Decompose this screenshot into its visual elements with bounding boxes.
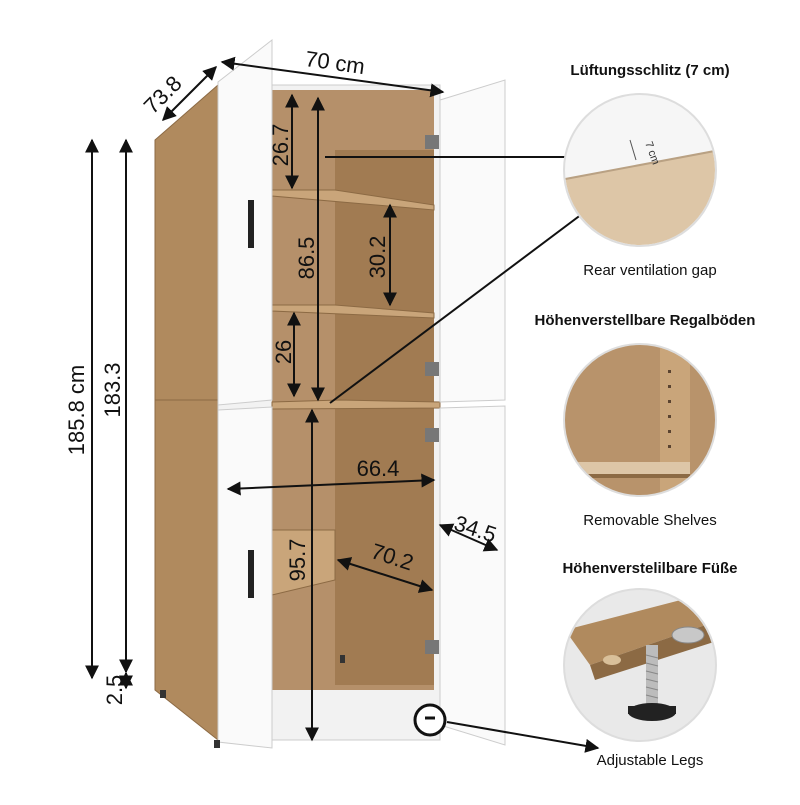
cabinet-side-panel — [154, 83, 219, 742]
leg-highlight-circle — [413, 703, 447, 737]
upper-section-dimension: 86.5 — [294, 237, 319, 280]
ventilation-detail: 7 cm — [563, 93, 717, 247]
left-lower-door — [217, 406, 273, 749]
lower-section-dimension: 95.7 — [285, 539, 310, 582]
right-upper-door — [439, 79, 506, 403]
left-upper-door — [217, 38, 273, 406]
lower-compartment-dimension: 26 — [271, 340, 296, 364]
shelves-detail — [563, 343, 717, 497]
right-lower-door — [439, 405, 506, 746]
ventilation-heading: Lüftungsschlitz (7 cm) — [570, 62, 730, 79]
total-height-dimension: 185.8 cm — [64, 365, 89, 456]
door-handle-lower — [248, 550, 254, 598]
leg-height-dimension: 2.5 — [102, 675, 127, 706]
shelves-caption: Removable Shelves — [583, 512, 717, 529]
door-handle-upper — [248, 200, 254, 248]
shelf-divider — [271, 399, 441, 410]
top-compartment-dimension: 26.7 — [268, 124, 293, 167]
legs-heading: Höhenverstelilbare Füße — [562, 560, 738, 577]
shelves-heading: Höhenverstellbare Regalböden — [534, 312, 756, 329]
depth-dimension: 73.8 — [139, 71, 187, 119]
ventilation-caption: Rear ventilation gap — [583, 262, 717, 279]
body-height-dimension: 183.3 — [100, 362, 125, 417]
middle-compartment-dimension: 30.2 — [365, 236, 390, 279]
hinge-icons — [425, 135, 439, 654]
inner-width-dimension: 66.4 — [357, 456, 400, 481]
legs-detail — [563, 588, 717, 742]
legs-caption: Adjustable Legs — [596, 752, 704, 769]
